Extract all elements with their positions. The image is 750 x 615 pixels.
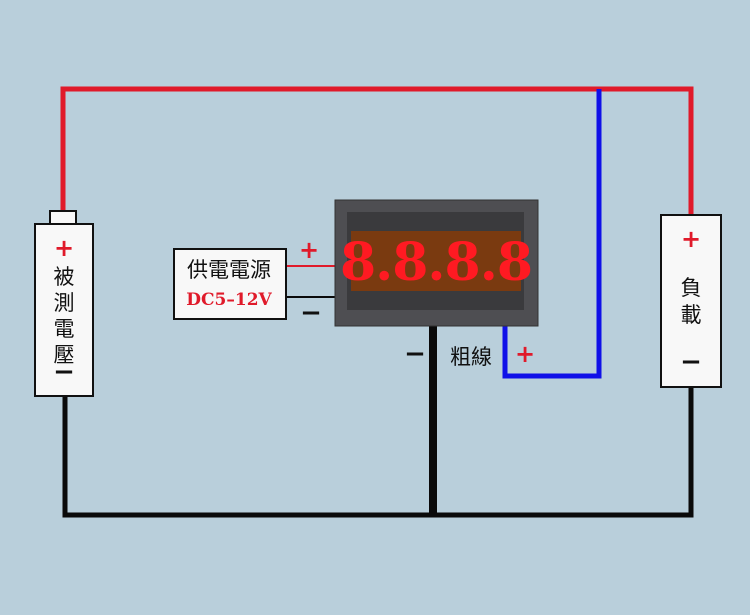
load-box: + 負 載 − (660, 214, 722, 388)
power-supply-label: 供電電源 (187, 258, 271, 282)
load-positive-sign: + (681, 225, 701, 253)
voltmeter: 8.8.8.8 − 粗線 + (334, 199, 539, 369)
meter-display-window (351, 231, 521, 291)
power-supply-spec: DC5–12V (186, 290, 272, 310)
battery-body (34, 223, 94, 397)
measured-voltage-box: + 被 測 電 壓 − (34, 210, 94, 397)
battery-terminal-cap (49, 210, 77, 226)
battery-label-line-1: 被 (54, 265, 75, 289)
red-wire (60, 86, 694, 216)
power-supply-negative-sign: − (300, 298, 322, 328)
meter-negative-sign: − (404, 339, 426, 369)
battery-label-line-4: 壓 (54, 343, 75, 367)
battery-label-line-2: 測 (54, 291, 75, 315)
power-supply-body (173, 248, 287, 320)
load-label-line-1: 負 (681, 276, 702, 300)
battery-label-line-3: 電 (54, 317, 75, 341)
black-wire (62, 387, 694, 518)
power-supply-positive-sign: + (299, 236, 319, 264)
meter-display-digits: 8.8.8.8 (340, 232, 532, 293)
battery-positive-sign: + (54, 234, 74, 262)
meter-positive-sign: + (515, 340, 535, 368)
power-supply-box: 供電電源 DC5–12V + − (173, 236, 322, 328)
thick-wire-label: 粗線 (450, 345, 492, 369)
load-body (660, 214, 722, 388)
blue-wire (502, 89, 602, 379)
battery-negative-sign: − (53, 357, 75, 387)
load-label-line-2: 載 (681, 303, 702, 327)
load-negative-sign: − (680, 347, 702, 377)
